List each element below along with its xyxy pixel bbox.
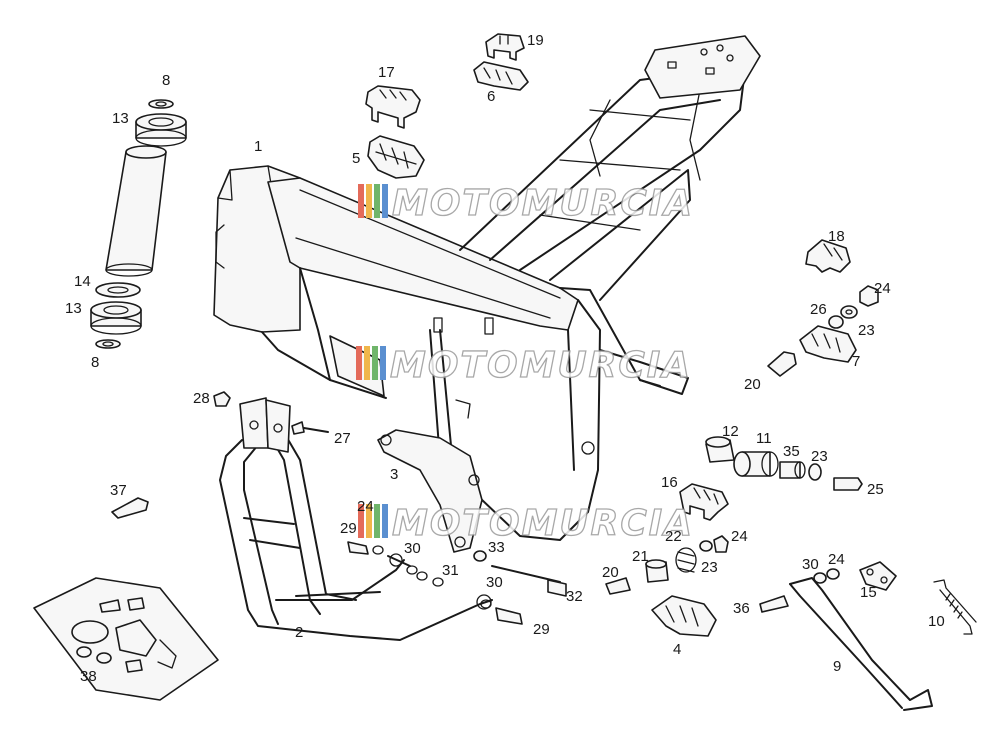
callout-29-right: 29: [533, 621, 550, 638]
watermark-stripe: [358, 504, 364, 538]
callout-37: 37: [110, 482, 127, 499]
watermark-middle: MOTOMURCIA: [356, 344, 692, 387]
callout-30-right: 30: [486, 574, 503, 591]
callout-16: 16: [661, 474, 678, 491]
callout-21: 21: [632, 548, 649, 565]
callout-9: 9: [833, 658, 841, 675]
callout-24-lower: 24: [731, 528, 748, 545]
callout-11: 11: [756, 430, 772, 447]
bolts-and-washers: [111, 391, 567, 625]
steering-stem-parts: [90, 99, 187, 349]
callout-28: 28: [193, 390, 210, 407]
watermark-text: MOTOMURCIA: [392, 183, 694, 224]
watermark-stripe: [374, 504, 380, 538]
watermark-stripe: [366, 184, 372, 218]
watermark-stripe: [374, 184, 380, 218]
callout-23-lower: 23: [701, 559, 718, 576]
watermark-stripe: [358, 184, 364, 218]
watermark-stripe: [364, 346, 370, 380]
watermark-stripe: [366, 504, 372, 538]
callout-12: 12: [722, 423, 739, 440]
callout-13-bottom: 13: [65, 300, 82, 317]
callout-23-right: 23: [858, 322, 875, 339]
callout-5: 5: [352, 150, 360, 167]
callout-22: 22: [665, 528, 682, 545]
callout-36: 36: [733, 600, 750, 617]
callout-23-pivot: 23: [811, 448, 828, 465]
hardware-kit-bag: [33, 577, 219, 701]
callout-8-top: 8: [162, 72, 170, 89]
frame-stand: [219, 397, 493, 641]
callout-18: 18: [828, 228, 845, 245]
callout-35: 35: [783, 443, 800, 460]
callout-27: 27: [334, 430, 351, 447]
swingarm-bracket: [377, 429, 483, 553]
callout-1: 1: [254, 138, 262, 155]
callout-20-lower: 20: [602, 564, 619, 581]
footrest-parts-top: [365, 33, 529, 179]
callout-30-left: 30: [404, 540, 421, 557]
main-frame: [213, 35, 761, 541]
callout-6: 6: [487, 88, 495, 105]
callout-4: 4: [673, 641, 681, 658]
callout-24-frame: 24: [357, 498, 374, 515]
callout-15: 15: [860, 584, 877, 601]
footrest-parts-right: [767, 239, 879, 377]
watermark-stripe: [372, 346, 378, 380]
watermark-top: MOTOMURCIA: [358, 182, 694, 225]
callout-2: 2: [295, 624, 303, 641]
callout-17: 17: [378, 64, 395, 81]
callout-14: 14: [74, 273, 91, 290]
callout-38: 38: [80, 668, 97, 685]
watermark-stripe: [382, 184, 388, 218]
callout-8-bottom: 8: [91, 354, 99, 371]
footrest-parts-lower: [605, 483, 729, 637]
pivot-parts: [705, 436, 863, 491]
callout-33: 33: [488, 539, 505, 556]
callout-30-stand: 30: [802, 556, 819, 573]
callout-7: 7: [852, 353, 860, 370]
sidestand-parts: [759, 561, 977, 711]
callout-13-top: 13: [112, 110, 129, 127]
watermark-stripe: [356, 346, 362, 380]
callout-32: 32: [566, 588, 583, 605]
callout-24-stand: 24: [828, 551, 845, 568]
callout-31: 31: [442, 562, 459, 579]
callout-10: 10: [928, 613, 945, 630]
callout-20-right: 20: [744, 376, 761, 393]
watermark-text: MOTOMURCIA: [392, 503, 694, 544]
callout-25: 25: [867, 481, 884, 498]
watermark-stripe: [382, 504, 388, 538]
watermark-bottom: MOTOMURCIA: [358, 502, 694, 545]
callout-24-right: 24: [874, 280, 891, 297]
callout-29-left: 29: [340, 520, 357, 537]
callout-26: 26: [810, 301, 827, 318]
callout-3: 3: [390, 466, 398, 483]
callout-labels: 1 2 3 4 5 6 7 8 8 9 10 11 12 13 13 14 15…: [65, 32, 945, 685]
watermark-stripe: [380, 346, 386, 380]
watermark-text: MOTOMURCIA: [390, 345, 692, 386]
callout-19: 19: [527, 32, 544, 49]
